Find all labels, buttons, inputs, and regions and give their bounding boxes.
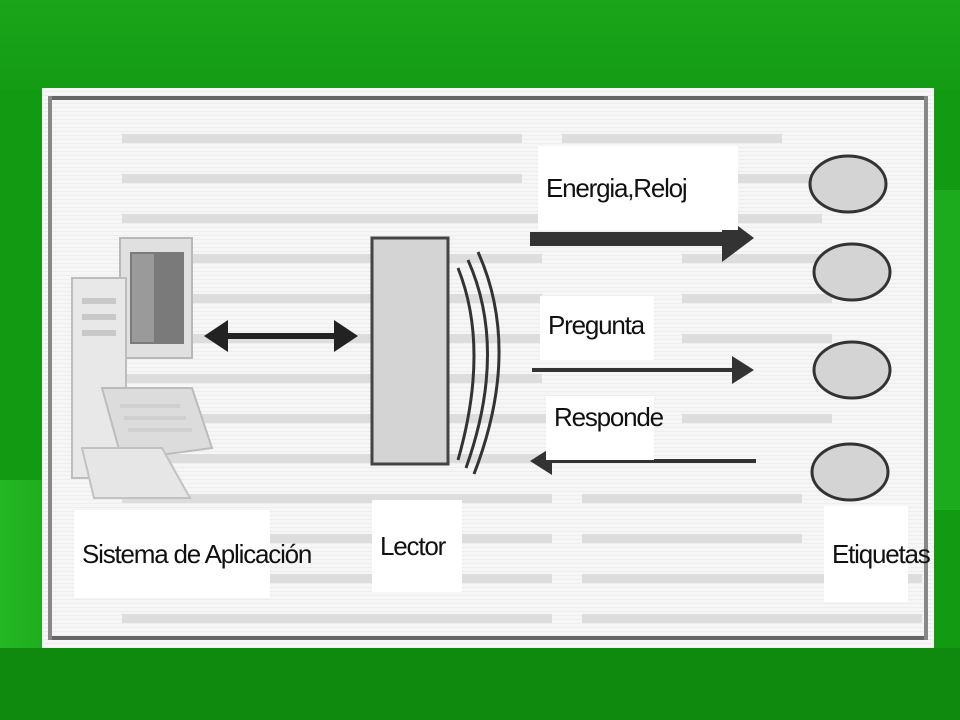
tag-ellipse <box>808 154 888 214</box>
bidirectional-arrow <box>204 320 358 352</box>
slide-background-accent-right <box>934 190 960 510</box>
energy-clock-label: Energia,Reloj <box>538 146 738 230</box>
application-system-label: Sistema de Aplicación <box>74 510 312 598</box>
tag-ellipse <box>810 442 890 502</box>
tags-group <box>808 154 892 502</box>
frame-top-line <box>48 96 928 100</box>
tags-label: Etiquetas <box>824 506 931 602</box>
slide-background-top <box>0 0 960 90</box>
background-text-lines <box>122 134 922 623</box>
slide-background-bottom <box>0 648 960 720</box>
frame-right-line <box>924 96 928 640</box>
response-label: Responde <box>546 396 664 460</box>
diagram-canvas <box>42 88 934 648</box>
tag-ellipse <box>812 242 892 302</box>
reader-label: Lector <box>372 500 462 592</box>
frame-left-line <box>48 96 52 640</box>
tag-ellipse <box>812 340 892 400</box>
frame-bottom-line <box>48 636 928 640</box>
computer-icon <box>71 237 214 499</box>
reader-box <box>370 236 450 466</box>
radio-waves-icon <box>456 251 501 475</box>
query-arrow <box>532 356 754 384</box>
query-label: Pregunta <box>540 296 654 360</box>
rfid-system-diagram: Sistema de Aplicación Lector Etiquetas E… <box>42 88 934 648</box>
